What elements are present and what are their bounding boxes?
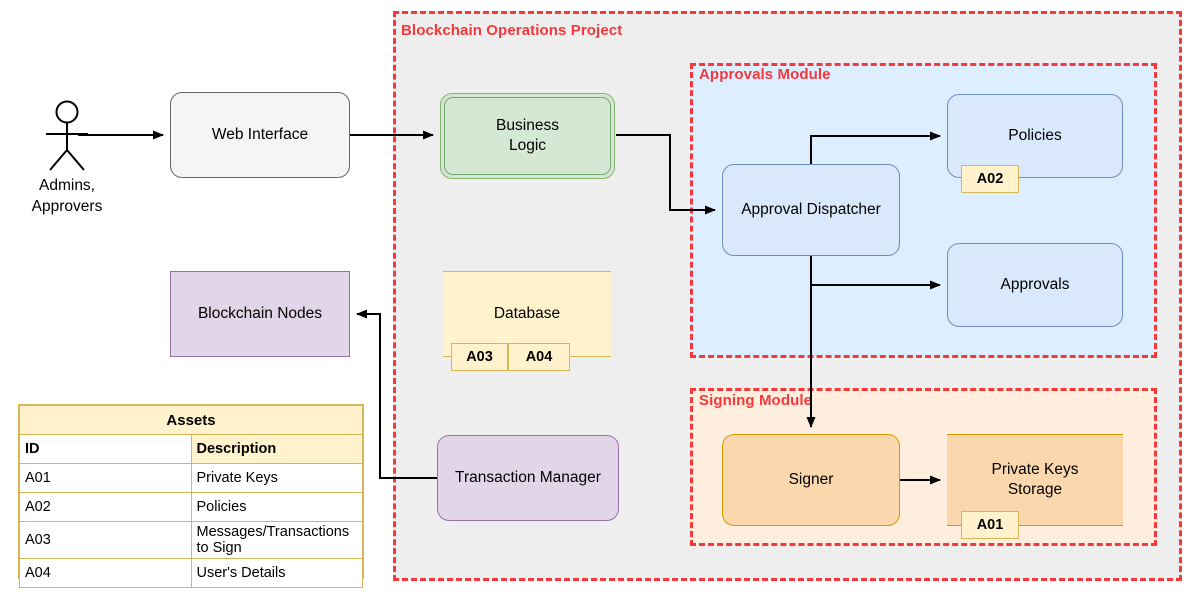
asset-description: Private Keys bbox=[190, 463, 363, 493]
assets-table-col-id: ID bbox=[19, 434, 192, 464]
asset-id: A02 bbox=[19, 492, 192, 522]
assets-table: Assets ID Description A01 Private Keys A… bbox=[18, 404, 364, 588]
node-label-private-keys-storage: Private Keys Storage bbox=[991, 460, 1079, 498]
asset-description: Messages/Transactions to Sign bbox=[190, 521, 363, 559]
asset-badge-a01: A01 bbox=[961, 511, 1019, 539]
asset-description: User's Details bbox=[190, 558, 363, 588]
assets-table-header-row: ID Description bbox=[19, 434, 363, 464]
node-approval-dispatcher[interactable]: Approval Dispatcher bbox=[722, 164, 900, 256]
table-row: A03 Messages/Transactions to Sign bbox=[19, 521, 363, 559]
assets-table-col-description: Description bbox=[190, 434, 363, 464]
node-label-blockchain-nodes: Blockchain Nodes bbox=[197, 304, 323, 322]
node-signer[interactable]: Signer bbox=[722, 434, 900, 526]
stick-figure-actor-icon bbox=[46, 100, 88, 171]
node-label-database: Database bbox=[493, 304, 561, 322]
assets-table-title: Assets bbox=[19, 405, 363, 435]
table-row: A04 User's Details bbox=[19, 558, 363, 588]
node-label-transaction-manager: Transaction Manager bbox=[455, 468, 601, 486]
assets-table-title-row: Assets bbox=[19, 405, 363, 435]
asset-badge-a04: A04 bbox=[508, 343, 570, 371]
group-title-approvals-module: Approvals Module bbox=[699, 66, 831, 83]
node-web-interface[interactable]: Web Interface bbox=[170, 92, 350, 178]
node-policies[interactable]: Policies bbox=[947, 94, 1123, 178]
node-private-keys-storage[interactable]: Private Keys Storage bbox=[947, 434, 1123, 526]
asset-id: A03 bbox=[19, 521, 192, 559]
node-label-approval-dispatcher: Approval Dispatcher bbox=[741, 200, 881, 218]
node-label-web-interface: Web Interface bbox=[211, 125, 309, 143]
node-transaction-manager[interactable]: Transaction Manager bbox=[437, 435, 619, 521]
node-label-policies: Policies bbox=[1008, 126, 1062, 144]
node-label-approvals: Approvals bbox=[1000, 275, 1070, 293]
node-business-logic[interactable]: Business Logic bbox=[440, 93, 615, 179]
asset-id: A04 bbox=[19, 558, 192, 588]
group-title-signing-module: Signing Module bbox=[699, 392, 813, 409]
actor-label: Admins, Approvers bbox=[31, 177, 103, 215]
asset-description: Policies bbox=[190, 492, 363, 522]
table-row: A01 Private Keys bbox=[19, 463, 363, 493]
asset-badge-a02: A02 bbox=[961, 165, 1019, 193]
asset-badge-a03: A03 bbox=[451, 343, 508, 371]
node-database[interactable]: Database bbox=[443, 271, 611, 357]
group-title-project: Blockchain Operations Project bbox=[401, 22, 623, 39]
node-label-business-logic: Business Logic bbox=[496, 116, 559, 154]
node-label-signer: Signer bbox=[788, 470, 834, 488]
table-row: A02 Policies bbox=[19, 492, 363, 522]
node-approvals[interactable]: Approvals bbox=[947, 243, 1123, 327]
node-blockchain-nodes[interactable]: Blockchain Nodes bbox=[170, 271, 350, 357]
asset-id: A01 bbox=[19, 463, 192, 493]
